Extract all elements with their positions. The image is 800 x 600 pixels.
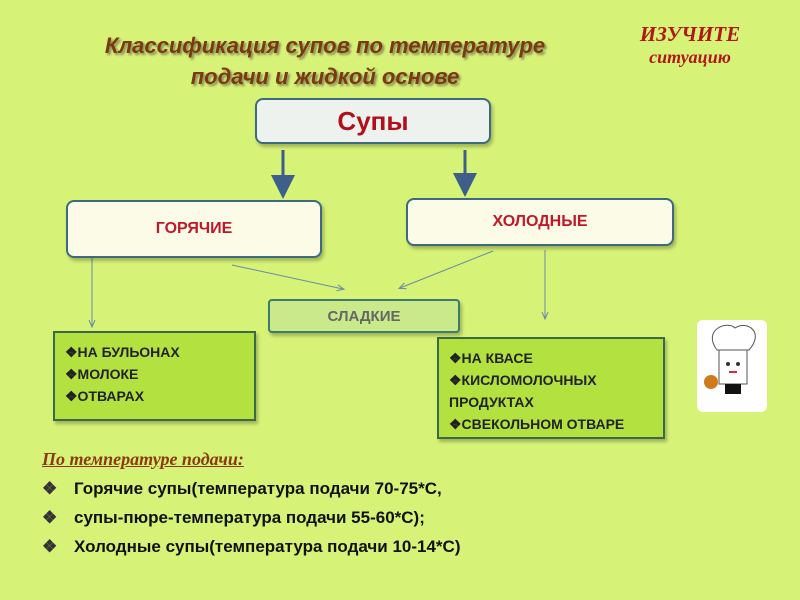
title-line: Классификация супов по температуре xyxy=(104,33,546,58)
cold-list: ❖НА КВАСЕ ❖КИСЛОМОЛОЧНЫХ ПРОДУКТАХ ❖СВЕК… xyxy=(437,337,665,439)
node-cold: ХОЛОДНЫЕ xyxy=(406,198,674,246)
item-text: Холодные супы(температура подачи 10-14*С… xyxy=(74,537,461,556)
temperature-section: По температуре подачи: ❖ Горячие супы(тем… xyxy=(42,445,460,561)
list-item: ❖КИСЛОМОЛОЧНЫХ xyxy=(449,372,597,388)
title-line: подачи и жидкой основе xyxy=(190,64,460,89)
bullet-item: ❖ супы-пюре-температура подачи 55-60*С); xyxy=(42,503,460,532)
node-sweet: СЛАДКИЕ xyxy=(268,299,460,333)
bullet-icon: ❖ xyxy=(42,508,58,527)
study-line: ИЗУЧИТЕ xyxy=(639,22,741,46)
list-item: ❖НА БУЛЬОНАХ xyxy=(65,344,180,360)
chef-icon xyxy=(704,324,756,394)
study-line: ситуацию xyxy=(649,47,731,67)
list-item: ❖НА КВАСЕ xyxy=(449,350,533,366)
item-text: супы-пюре-температура подачи 55-60*С); xyxy=(74,508,425,527)
node-hot: ГОРЯЧИЕ xyxy=(66,200,322,258)
item-text: Горячие супы(температура подачи 70-75*С, xyxy=(74,479,442,498)
hot-list: ❖НА БУЛЬОНАХ ❖МОЛОКЕ ❖ОТВАРАХ xyxy=(53,331,256,421)
bullet-item: ❖ Горячие супы(температура подачи 70-75*С… xyxy=(42,474,460,503)
arrow-hot-sweet xyxy=(231,264,343,289)
bullet-item: ❖ Холодные супы(температура подачи 10-14*… xyxy=(42,532,460,561)
list-item: ПРОДУКТАХ xyxy=(449,394,534,410)
chef-illustration xyxy=(697,320,767,412)
slide-title: Классификация супов по температуре подачи… xyxy=(60,30,590,92)
node-soups: Супы xyxy=(255,98,491,144)
section-heading: По температуре подачи: xyxy=(42,449,244,469)
arrow-cold-sweet xyxy=(400,250,494,288)
bullet-icon: ❖ xyxy=(42,537,58,556)
list-item: ❖ОТВАРАХ xyxy=(65,388,145,404)
list-item: ❖МОЛОКЕ xyxy=(65,366,139,382)
list-item: ❖СВЕКОЛЬНОМ ОТВАРЕ xyxy=(449,416,625,432)
bullet-icon: ❖ xyxy=(42,479,58,498)
